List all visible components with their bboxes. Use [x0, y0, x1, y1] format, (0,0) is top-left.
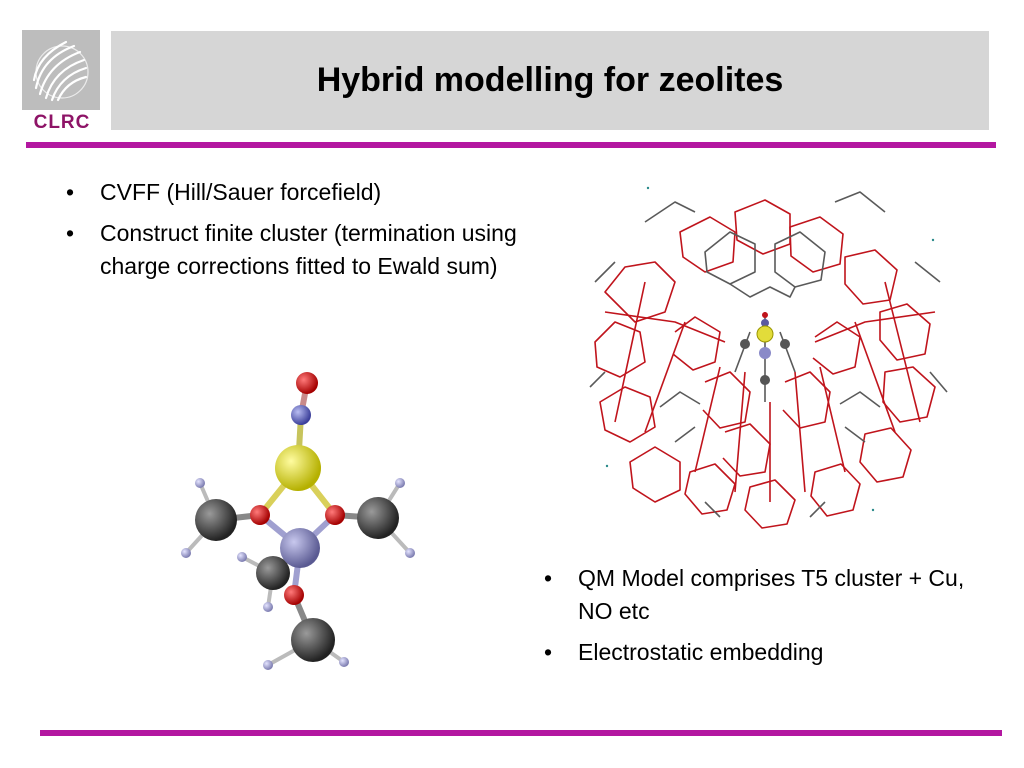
- logo-box: [22, 30, 100, 110]
- bottom-divider: [40, 730, 1002, 736]
- bullet-item: QM Model comprises T5 cluster + Cu, NO e…: [538, 562, 998, 628]
- right-bullet-list: QM Model comprises T5 cluster + Cu, NO e…: [538, 562, 998, 677]
- logo-text: CLRC: [33, 112, 91, 133]
- bullet-item: CVFF (Hill/Sauer forcefield): [60, 176, 520, 209]
- cluster-ball-stick-image: [181, 372, 415, 670]
- clrc-logo: CLRC: [22, 30, 102, 133]
- swirl-globe-logo-icon: [32, 40, 89, 102]
- slide-title: Hybrid modelling for zeolites: [316, 61, 784, 99]
- top-divider: [26, 142, 996, 148]
- bullet-item: Construct finite cluster (termination us…: [60, 217, 520, 283]
- bullet-item: Electrostatic embedding: [538, 636, 998, 669]
- title-bar: Hybrid modelling for zeolites: [111, 31, 989, 130]
- left-bullet-list: CVFF (Hill/Sauer forcefield) Construct f…: [60, 176, 520, 291]
- zeolite-framework-image: [589, 186, 948, 529]
